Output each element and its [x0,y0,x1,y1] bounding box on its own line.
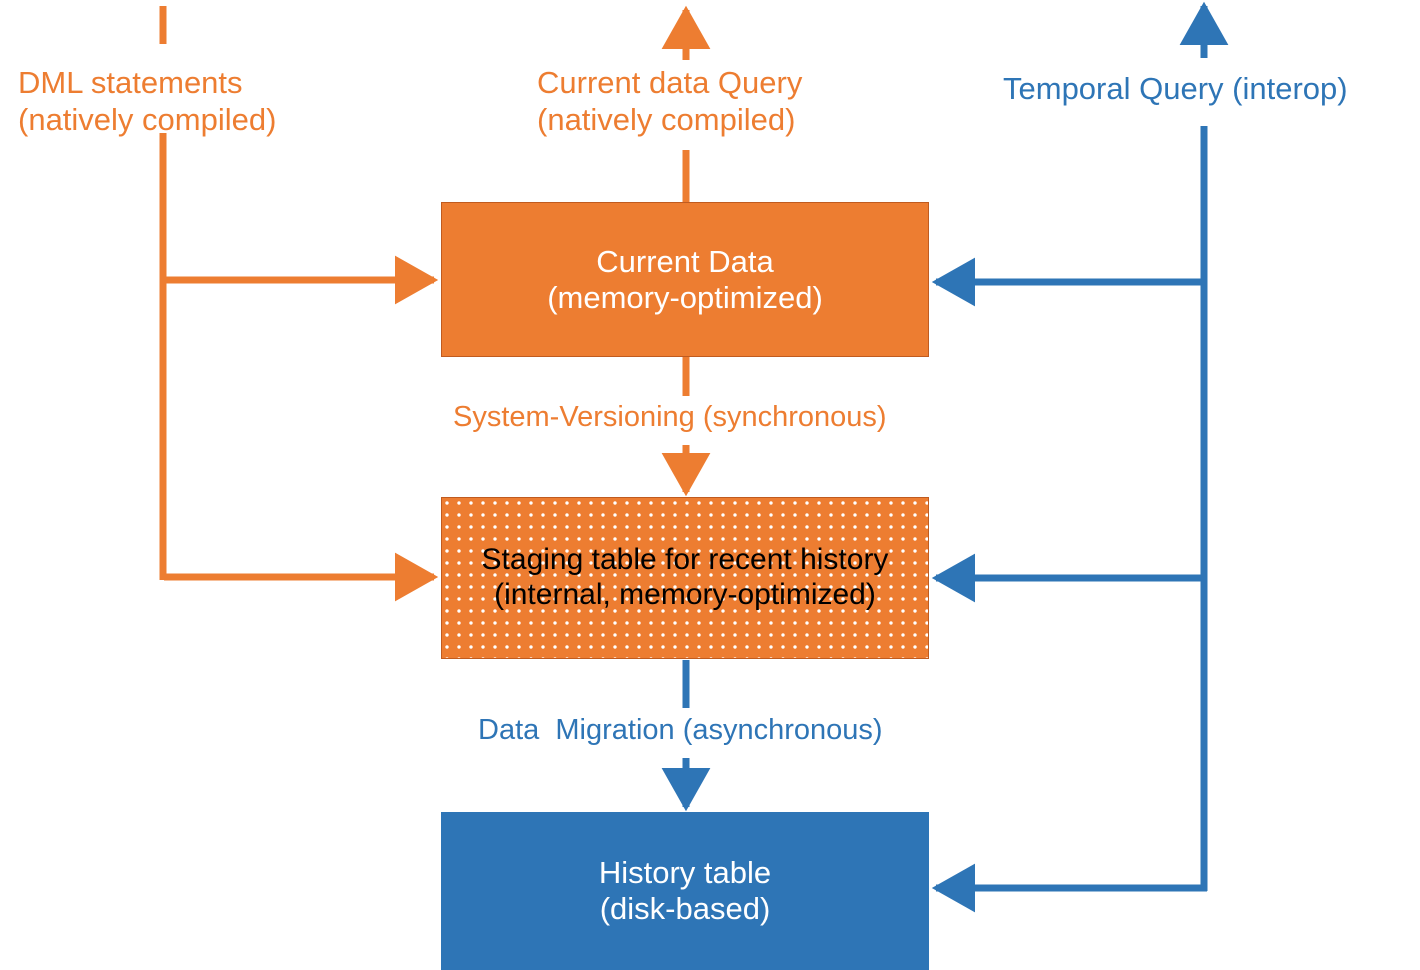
node-current-data[interactable]: Current Data (memory-optimized) [441,202,929,357]
label-system-versioning: System-Versioning (synchronous) [453,401,887,433]
node-staging-table[interactable]: Staging table for recent history (intern… [441,497,929,659]
node-current-data-label: Current Data (memory-optimized) [547,243,823,315]
label-data-migration: Data Migration (asynchronous) [478,714,883,746]
label-temporal-query: Temporal Query (interop) [1003,71,1348,106]
label-current-data-query: Current data Query (natively compiled) [537,65,803,138]
node-history-table-label: History table (disk-based) [598,855,772,926]
label-dml-statements: DML statements (natively compiled) [18,65,277,138]
node-history-table[interactable]: History table (disk-based) [441,812,929,970]
node-staging-table-label: Staging table for recent history (intern… [481,543,889,611]
